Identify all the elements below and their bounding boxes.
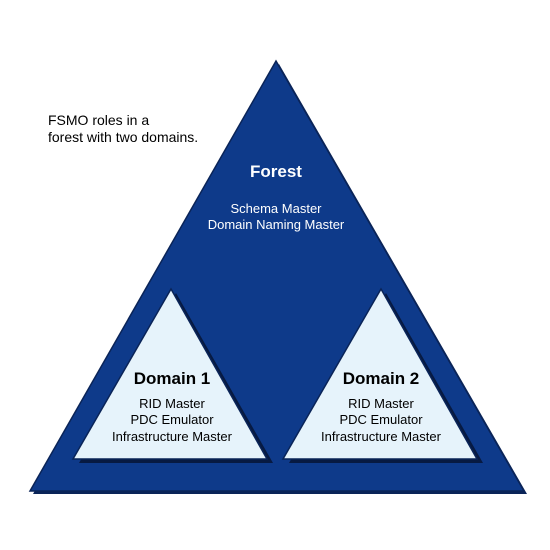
forest-title: Forest	[250, 162, 302, 181]
domain-2-triangle	[281, 287, 479, 460]
forest-role-schema-master: Schema Master	[230, 201, 322, 216]
domain-1-role-pdc-emulator: PDC Emulator	[130, 412, 214, 427]
domain-2-role-infrastructure-master: Infrastructure Master	[321, 429, 442, 444]
domain-1-role-rid-master: RID Master	[139, 396, 205, 411]
domain-2-role-rid-master: RID Master	[348, 396, 414, 411]
domain-1-title: Domain 1	[134, 369, 211, 388]
domain-1-role-infrastructure-master: Infrastructure Master	[112, 429, 233, 444]
domain-2-role-pdc-emulator: PDC Emulator	[339, 412, 423, 427]
caption-line-1: FSMO roles in a	[48, 112, 150, 128]
domain-2-title: Domain 2	[343, 369, 420, 388]
forest-role-domain-naming-master: Domain Naming Master	[208, 217, 345, 232]
caption-line-2: forest with two domains.	[48, 129, 199, 145]
domain-1-triangle	[71, 287, 269, 460]
